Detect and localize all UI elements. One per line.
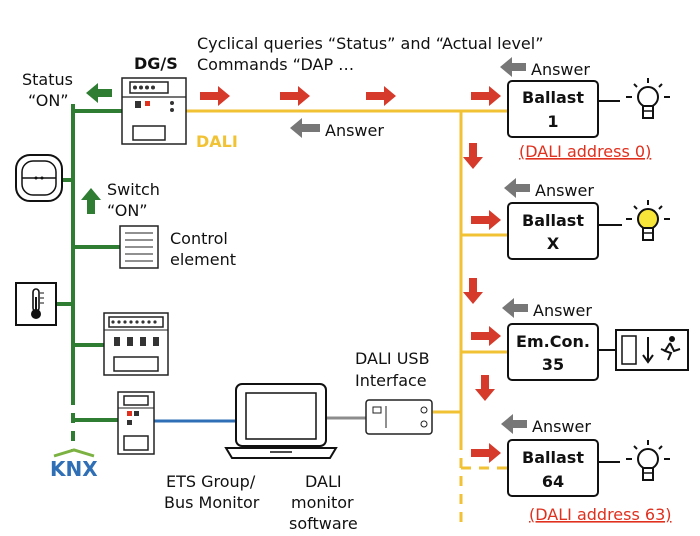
ballast-box [507, 323, 599, 381]
usb-label-1: DALI USB [355, 349, 430, 368]
header-line-2: Commands “DAP … [197, 55, 354, 74]
lamp-on-icon [626, 200, 670, 241]
ballast-number: 64 [542, 472, 564, 491]
status-label-1: Status [22, 70, 73, 89]
red-arrow-down [475, 375, 495, 401]
status-green-arrow [86, 83, 112, 103]
ballast-x: Answer Ballast X [471, 178, 599, 260]
status-label-2: “ON” [28, 91, 69, 110]
dali-address-link[interactable]: (DALI address 0) [519, 142, 651, 161]
push-button-device [15, 154, 63, 202]
bus-answer-arrow [290, 118, 320, 138]
knx-logo: KNX [50, 448, 98, 481]
laptop-icon [224, 383, 338, 459]
ballast-1: Answer Ballast 1 (DALI address 0) [500, 57, 651, 161]
switch-label-1: Switch [107, 180, 160, 199]
ballast-box [507, 80, 599, 138]
answer-arrow [501, 414, 527, 434]
switch-green-arrow [81, 188, 101, 214]
dali-monitor-label-1: DALI [305, 472, 342, 491]
emergency-converter-35: Answer Em.Con. 35 [471, 298, 599, 381]
red-arrow-right [366, 86, 396, 106]
dali-address-link[interactable]: (DALI address 63) [529, 505, 672, 524]
dali-monitor-label-2: monitor [291, 493, 354, 512]
control-element-device [119, 225, 159, 269]
red-arrow-down [463, 278, 483, 304]
answer-label: Answer [531, 60, 590, 79]
ballast-box [507, 202, 599, 260]
control-label-1: Control [170, 229, 228, 248]
emergency-exit-sign-icon [615, 329, 689, 371]
thermometer-icon [15, 282, 57, 326]
usb-label-2: Interface [355, 371, 427, 390]
lamp-off-icon [626, 78, 670, 119]
ballast-name: Em.Con. [516, 332, 590, 351]
svg-text:KNX: KNX [50, 457, 98, 481]
ballast-number: 1 [547, 112, 558, 131]
red-arrow-right [280, 86, 310, 106]
answer-arrow [500, 57, 526, 77]
red-arrow-right [471, 210, 501, 230]
header-line-1: Cyclical queries “Status” and “Actual le… [197, 34, 544, 53]
answer-label: Answer [535, 181, 594, 200]
red-arrow-right [200, 86, 230, 106]
ballast-name: Ballast [522, 88, 584, 107]
red-arrow-right [471, 326, 501, 346]
lamp-off-icon [626, 440, 670, 481]
red-arrow-down [463, 143, 483, 169]
gateway-device [121, 77, 187, 145]
down-arrows [463, 143, 495, 401]
dali-monitor-label-3: software [289, 514, 358, 533]
answer-arrow [502, 298, 528, 318]
switch-label-2: “ON” [107, 201, 148, 220]
ballast-box [507, 439, 599, 497]
control-label-2: element [170, 250, 236, 269]
ip-router-device [117, 391, 155, 455]
ballast-number: 35 [542, 355, 564, 374]
red-arrow-right [471, 86, 501, 106]
answer-arrow [504, 178, 530, 198]
ballast-number: X [547, 234, 560, 253]
dali-usb-interface-device [365, 399, 433, 435]
ets-label-1: ETS Group/ [166, 472, 256, 491]
actuator-device [103, 312, 169, 376]
ets-label-2: Bus Monitor [164, 493, 260, 512]
answer-label: Answer [533, 301, 592, 320]
bus-answer-label: Answer [325, 121, 384, 140]
gateway-name: DG/S [134, 54, 178, 73]
command-arrows-top [200, 86, 501, 106]
ballast-64: Answer Ballast 64 (DALI address 63) [471, 414, 672, 524]
dali-line-label: DALI [196, 132, 238, 151]
red-arrow-right [471, 443, 501, 463]
ballast-name: Ballast [522, 211, 584, 230]
ballast-name: Ballast [522, 448, 584, 467]
answer-label: Answer [532, 417, 591, 436]
